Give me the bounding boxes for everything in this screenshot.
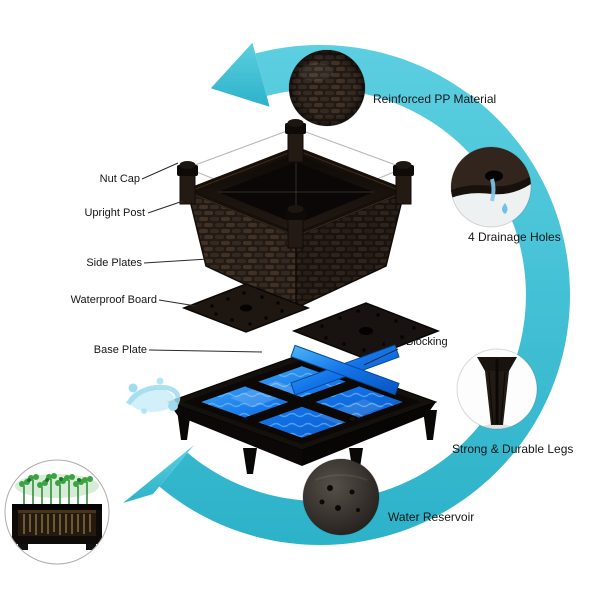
water-blocking-cross	[290, 344, 400, 396]
arrowhead-bottom	[123, 445, 194, 503]
drain-plug	[347, 416, 357, 422]
label-base-plate: Base Plate	[93, 344, 147, 356]
label-side-plates: Side Plates	[86, 257, 142, 269]
leader-lines	[141, 162, 399, 366]
tray-legs	[177, 410, 437, 474]
wicker-texture-icon	[288, 49, 366, 127]
label-4-drainage-holes: 4 Drainage Holes	[468, 230, 561, 244]
label-nut-cap: Nut Cap	[99, 173, 140, 185]
planter-leg-icon	[456, 348, 538, 430]
arrowhead-top	[210, 42, 270, 107]
waterproof-board	[181, 283, 311, 333]
water-splash-icon	[125, 377, 181, 414]
label-upright-post: Upright Post	[84, 207, 145, 219]
label-water-blocking: Water Blocking	[374, 336, 448, 348]
tray-skirt-right	[302, 402, 436, 466]
base-plate	[291, 302, 441, 360]
tray-skirt-left	[168, 402, 302, 466]
label-water-reservoir: Water Reservoir	[388, 510, 475, 524]
drainage-hole-icon	[450, 146, 532, 228]
nut-caps	[177, 119, 414, 220]
label-strong-durable-legs: Strong & Durable Legs	[452, 442, 574, 456]
water-reservoir-tray	[166, 353, 438, 474]
label-reinforced-pp-material: Reinforced PP Material	[373, 92, 497, 106]
planter-box	[177, 119, 414, 310]
label-waterproof-board: Waterproof Board	[70, 294, 157, 306]
reservoir-base-icon	[302, 458, 380, 536]
upright-posts	[179, 131, 412, 249]
seedlings-cross-section-icon	[4, 459, 110, 565]
flow-arrow	[123, 42, 570, 545]
